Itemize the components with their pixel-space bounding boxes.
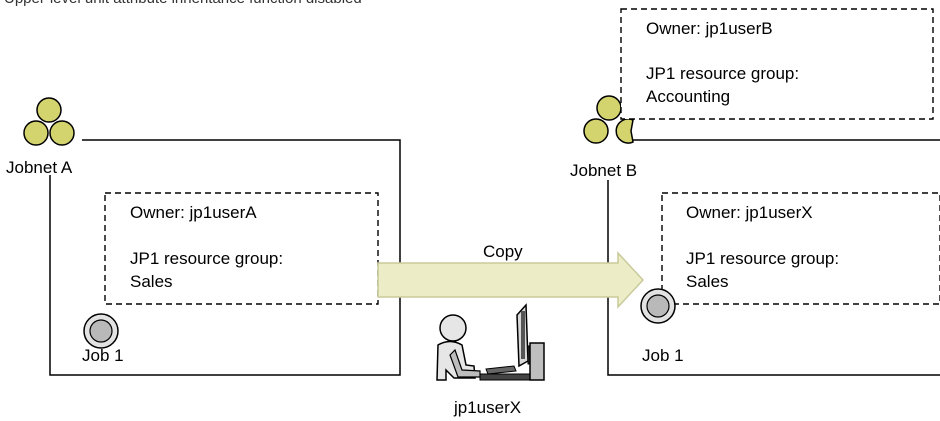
jobnet-a-attribute-box — [104, 192, 379, 305]
job-a-icon — [83, 313, 119, 349]
jobnet-a-icon — [23, 97, 75, 146]
jobnet-b-frame-lines — [607, 139, 940, 376]
copy-arrow — [377, 251, 645, 309]
copy-label: Copy — [483, 242, 523, 261]
job-b-owner: Owner: jp1userX — [686, 203, 813, 222]
job-b-group-label: JP1 resource group: — [686, 249, 840, 268]
jobnet-a-label: Jobnet A — [6, 158, 73, 177]
jobnet-b-label: Jobnet B — [570, 161, 638, 180]
user-workstation-icon — [436, 303, 545, 381]
jobnet-a-owner: Owner: jp1userA — [130, 203, 257, 222]
jobnet-a-frame — [49, 139, 401, 376]
jobnet-b-group-label: JP1 resource group: — [646, 64, 800, 83]
job-b-attribute-box — [661, 192, 940, 305]
jobnet-b-owner: Owner: jp1userB — [646, 19, 773, 38]
jobnet-a-group-value: Sales — [130, 272, 173, 291]
job-b-icon — [640, 288, 676, 324]
job-a-label: Job 1 — [82, 346, 124, 365]
user-label: jp1userX — [454, 398, 522, 417]
jobnet-b-icon — [583, 95, 634, 144]
jobnet-b-group-value: Accounting — [646, 87, 731, 106]
job-b-group-value: Sales — [686, 272, 729, 291]
jobnet-a-group-label: JP1 resource group: — [130, 249, 284, 268]
job-b-label: Job 1 — [642, 346, 684, 365]
jobnet-b-attribute-box — [620, 8, 934, 120]
caption: Upper-level unit attribute inheritance f… — [4, 0, 362, 9]
